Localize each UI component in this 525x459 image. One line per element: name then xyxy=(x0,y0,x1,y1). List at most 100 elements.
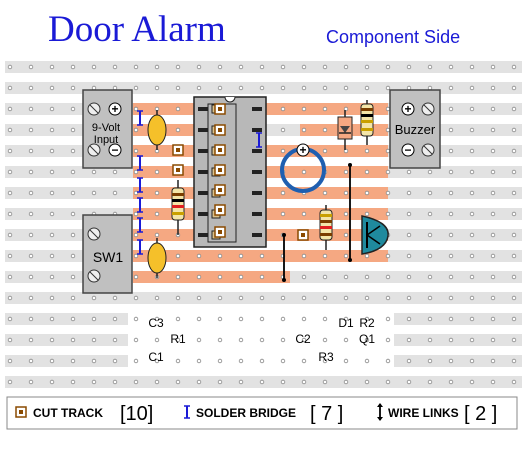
board-hole xyxy=(91,316,97,322)
board-hole xyxy=(385,253,391,259)
board-hole xyxy=(280,190,286,196)
board-hole xyxy=(511,274,517,280)
board-hole xyxy=(49,211,55,217)
board-hole xyxy=(469,316,475,322)
board-hole xyxy=(511,295,517,301)
board-hole xyxy=(406,232,412,238)
board-hole xyxy=(343,337,349,343)
board-hole xyxy=(490,337,496,343)
board-hole xyxy=(343,358,349,364)
board-hole xyxy=(91,190,97,196)
board-hole xyxy=(133,295,139,301)
board-hole xyxy=(238,64,244,70)
board-hole xyxy=(49,190,55,196)
board-hole xyxy=(511,211,517,217)
board-hole xyxy=(364,337,370,343)
board-hole xyxy=(301,337,307,343)
ic-pin xyxy=(252,128,262,132)
cut-track-dot xyxy=(218,208,222,212)
board-hole xyxy=(448,169,454,175)
board-hole xyxy=(196,274,202,280)
board-hole xyxy=(175,295,181,301)
wire-links xyxy=(282,163,352,282)
board-hole xyxy=(406,253,412,259)
cut-track-dot xyxy=(301,233,305,237)
diode-d1 xyxy=(337,110,353,150)
label-c1: C1 xyxy=(148,350,164,364)
copper-track xyxy=(133,166,195,178)
board-hole xyxy=(469,253,475,259)
board-hole xyxy=(511,316,517,322)
board-hole xyxy=(322,358,328,364)
board-hole xyxy=(175,358,181,364)
board-hole xyxy=(490,190,496,196)
board-hole xyxy=(448,379,454,385)
board-hole xyxy=(511,64,517,70)
cut-track-dot xyxy=(218,188,222,192)
ic-pin xyxy=(252,149,262,153)
ic-pin xyxy=(198,212,208,216)
c2-plus-label: + xyxy=(299,143,306,157)
board-hole xyxy=(70,190,76,196)
board-hole xyxy=(448,316,454,322)
board-hole xyxy=(343,274,349,280)
cut-track-dot xyxy=(218,148,222,152)
board-hole xyxy=(112,358,118,364)
board-hole xyxy=(112,337,118,343)
capacitor-c2: + xyxy=(280,143,326,193)
board-hole xyxy=(259,295,265,301)
board-hole xyxy=(133,337,139,343)
board-hole xyxy=(133,316,139,322)
ic-pin xyxy=(198,170,208,174)
board-hole xyxy=(490,253,496,259)
board-hole xyxy=(28,358,34,364)
board-hole xyxy=(49,295,55,301)
board-hole xyxy=(91,337,97,343)
board-hole xyxy=(28,85,34,91)
legend: CUT TRACK [10] SOLDER BRIDGE [ 7 ] WIRE … xyxy=(6,396,518,430)
board-hole xyxy=(448,358,454,364)
board-hole xyxy=(301,106,307,112)
label-area xyxy=(128,312,394,372)
board-hole xyxy=(280,85,286,91)
legend-cut-track-count: [10] xyxy=(120,403,153,425)
board-hole xyxy=(490,148,496,154)
board-hole xyxy=(490,127,496,133)
ic-pin xyxy=(198,107,208,111)
board-hole xyxy=(343,190,349,196)
board-hole xyxy=(70,127,76,133)
board-hole xyxy=(469,190,475,196)
switch-terminal-block: SW1 xyxy=(82,214,133,294)
ic-pin xyxy=(198,191,208,195)
board-hole xyxy=(490,232,496,238)
board-hole xyxy=(385,64,391,70)
board-hole xyxy=(301,64,307,70)
label-q1: Q1 xyxy=(359,332,375,346)
board-hole xyxy=(364,148,370,154)
board-hole xyxy=(406,358,412,364)
board-hole xyxy=(406,295,412,301)
board-hole xyxy=(322,190,328,196)
board-hole xyxy=(238,358,244,364)
board-hole xyxy=(385,169,391,175)
board-hole xyxy=(322,148,328,154)
board-hole xyxy=(28,295,34,301)
board-hole xyxy=(112,316,118,322)
board-hole xyxy=(49,64,55,70)
board-hole xyxy=(49,169,55,175)
board-hole xyxy=(238,274,244,280)
board-hole xyxy=(427,211,433,217)
power-label-line2: Input xyxy=(94,134,118,146)
board-hole xyxy=(133,232,139,238)
board-hole xyxy=(133,127,139,133)
board-hole xyxy=(280,316,286,322)
board-hole xyxy=(301,295,307,301)
board-hole xyxy=(469,148,475,154)
board-hole xyxy=(28,211,34,217)
board-hole xyxy=(343,253,349,259)
board-hole xyxy=(343,64,349,70)
board-hole xyxy=(7,169,13,175)
board-hole xyxy=(259,253,265,259)
board-hole xyxy=(385,85,391,91)
board-hole xyxy=(91,379,97,385)
